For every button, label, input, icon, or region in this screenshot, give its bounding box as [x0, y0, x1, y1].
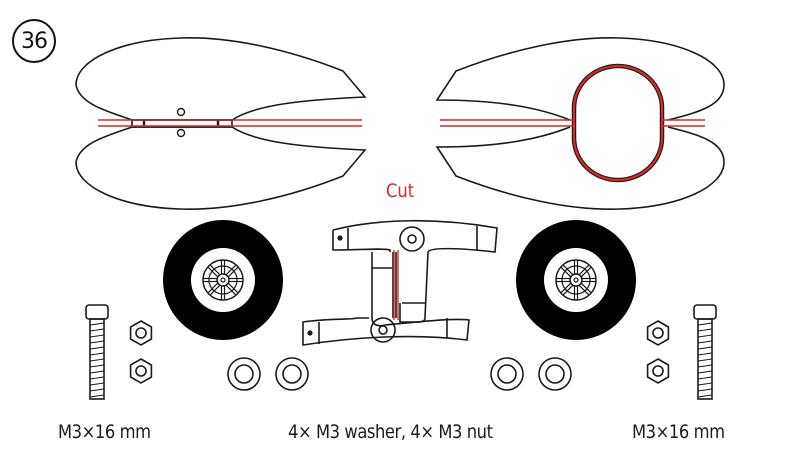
left-screw — [85, 304, 109, 400]
nut-4 — [646, 358, 670, 384]
nut-1 — [129, 320, 153, 346]
nut-3 — [646, 320, 670, 346]
step-number-badge: 36 — [12, 19, 56, 63]
cut-label: Cut — [386, 180, 415, 202]
nut-2 — [129, 358, 153, 384]
left-wing-piece — [75, 37, 367, 210]
washer-1 — [227, 357, 261, 391]
hardware-label: 4× M3 washer, 4× M3 nut — [288, 421, 493, 443]
right-screw — [693, 304, 717, 400]
cut-line-oval — [572, 64, 664, 182]
right-wing-piece — [435, 37, 725, 210]
washer-4 — [538, 357, 572, 391]
right-screw-label: M3×16 mm — [632, 421, 725, 443]
step-number: 36 — [21, 28, 48, 54]
washer-3 — [490, 357, 524, 391]
washer-2 — [275, 357, 309, 391]
left-wheel — [162, 219, 284, 341]
left-screw-label: M3×16 mm — [58, 421, 151, 443]
landing-gear-frame — [302, 219, 498, 346]
right-wheel — [515, 219, 637, 341]
